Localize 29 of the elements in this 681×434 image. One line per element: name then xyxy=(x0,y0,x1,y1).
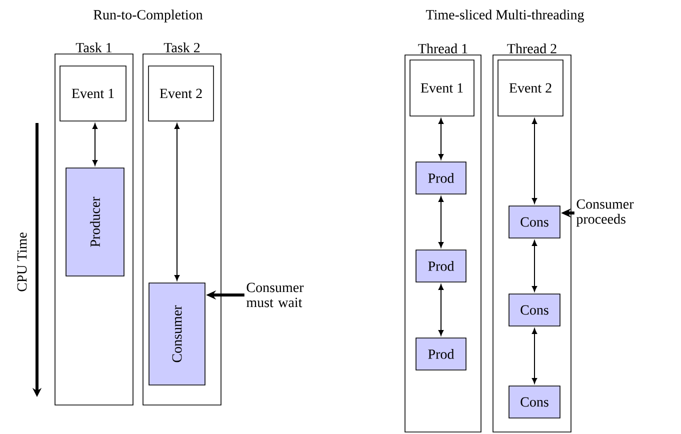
event-box: Event 1 xyxy=(60,66,126,122)
node-label: Thread 1 xyxy=(418,44,468,54)
process-box: Producer xyxy=(66,168,124,276)
event-box: Event 2 xyxy=(148,66,214,122)
node-label: Task 1 xyxy=(76,42,112,52)
process-box: Consumer xyxy=(148,282,206,386)
callout-text: Consumer proceeds xyxy=(576,199,634,227)
process-box: Cons xyxy=(508,206,560,238)
process-box: Cons xyxy=(508,294,560,326)
arrow xyxy=(438,284,444,336)
axis-label: CPU Time xyxy=(17,232,27,292)
process-box: Cons xyxy=(508,386,560,418)
arrow xyxy=(532,240,538,292)
arrow xyxy=(438,118,444,160)
process-box: Prod xyxy=(416,338,466,370)
heading: Time-sliced Multi-threading xyxy=(426,10,584,22)
arrow xyxy=(438,196,444,248)
node-label: Thread 2 xyxy=(507,44,556,54)
arrow xyxy=(532,118,538,204)
node-label: Task 2 xyxy=(164,42,200,52)
process-box: Prod xyxy=(416,250,466,282)
arrow xyxy=(532,328,538,384)
process-box: Prod xyxy=(416,162,466,194)
event-box: Event 1 xyxy=(410,60,474,116)
heading: Run-to-Completion xyxy=(94,10,203,22)
event-box: Event 2 xyxy=(498,60,564,116)
arrow xyxy=(174,123,180,281)
arrow xyxy=(92,123,98,166)
callout-text: Consumer must wait xyxy=(246,282,304,308)
